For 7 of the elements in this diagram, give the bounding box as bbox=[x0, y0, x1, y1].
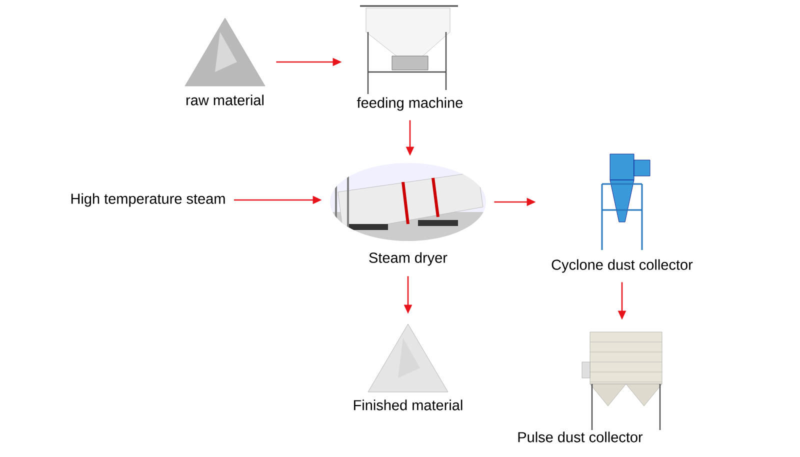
node-label: Finished material bbox=[354, 400, 462, 410]
node-label: Pulse dust collector bbox=[518, 432, 643, 442]
node-label: feeding machine bbox=[357, 97, 463, 111]
node-label: High temperature steam bbox=[71, 193, 225, 207]
node-label: Steam dryer bbox=[369, 252, 448, 266]
node-label: raw material bbox=[186, 94, 264, 106]
node-label: Cyclone dust collector bbox=[552, 259, 693, 273]
